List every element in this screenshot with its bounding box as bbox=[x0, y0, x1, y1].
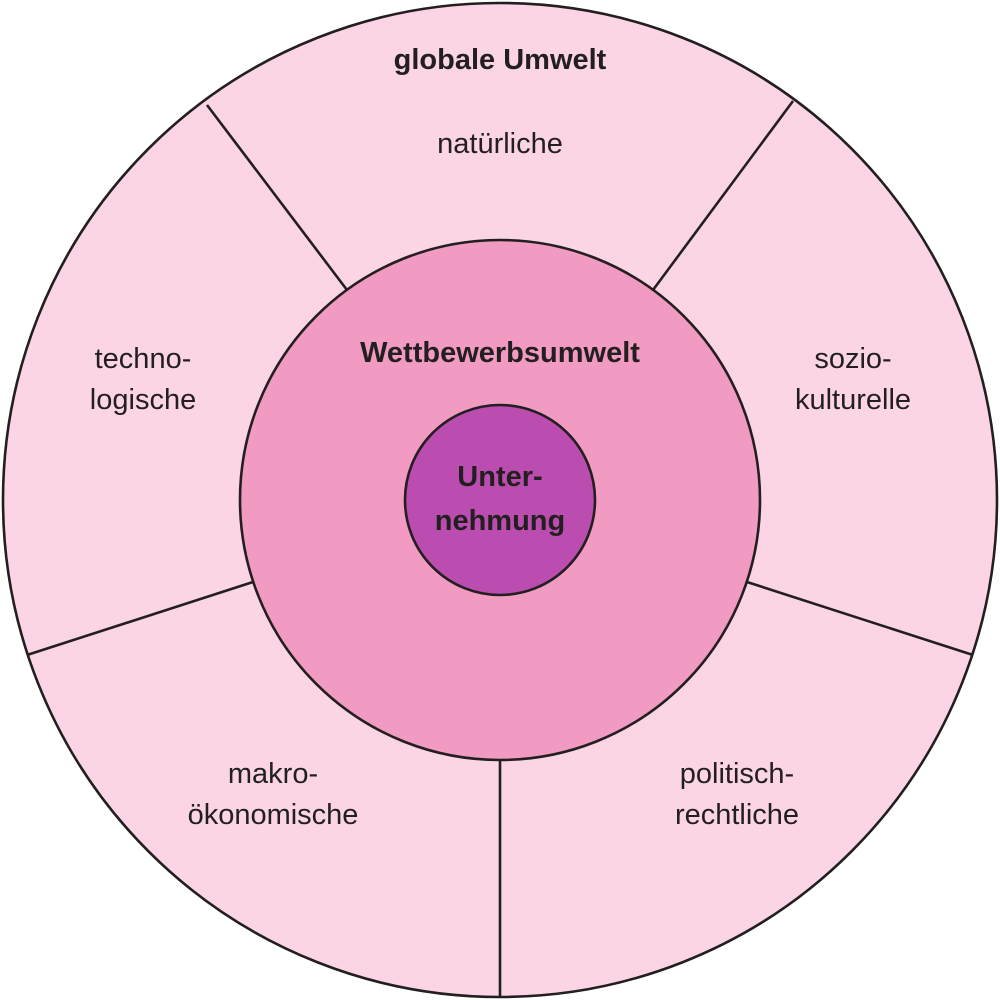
outer-title: globale Umwelt bbox=[394, 44, 607, 76]
middle-title: Wettbewerbsumwelt bbox=[360, 337, 640, 369]
segment-label-sociocultural-1: sozio- bbox=[814, 343, 891, 375]
segment-label-macroeconomic-1: makro- bbox=[228, 758, 318, 790]
core-circle bbox=[403, 403, 597, 597]
segment-label-macroeconomic-2: ökonomische bbox=[188, 799, 359, 831]
segment-label-technological-2: logische bbox=[90, 384, 196, 416]
core-label-2: nehmung bbox=[435, 505, 566, 537]
segment-dividers bbox=[26, 100, 974, 998]
divider-left bbox=[26, 580, 254, 657]
core-label-1: Unter- bbox=[457, 461, 542, 493]
segment-label-political-legal-2: rechtliche bbox=[675, 799, 799, 831]
divider-top-right bbox=[651, 100, 795, 291]
segment-label-natural: natürliche bbox=[437, 128, 563, 160]
segment-label-technological-1: techno- bbox=[95, 343, 192, 375]
segment-label-sociocultural-2: kulturelle bbox=[795, 384, 911, 416]
divider-top-left bbox=[205, 104, 349, 291]
segment-label-political-legal-1: politisch- bbox=[680, 758, 794, 790]
divider-right bbox=[746, 580, 974, 657]
